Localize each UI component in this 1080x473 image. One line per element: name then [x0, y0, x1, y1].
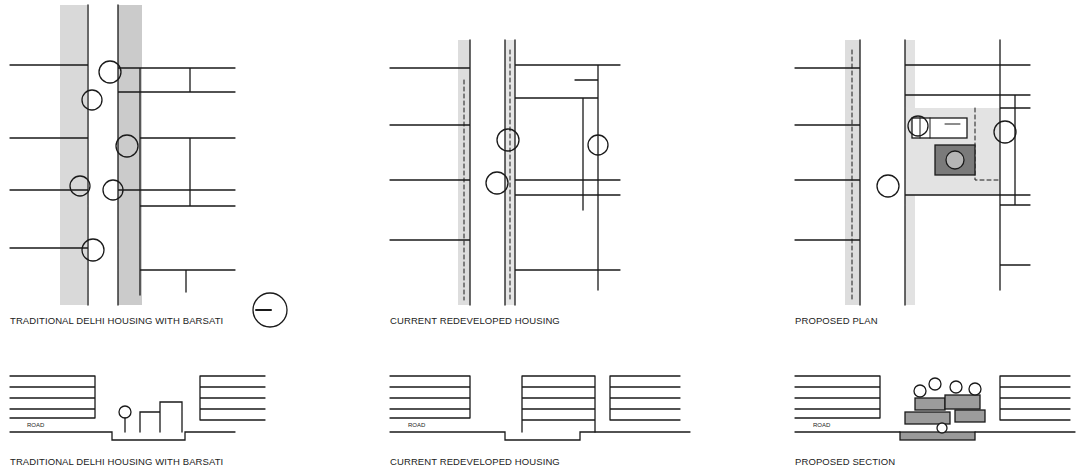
apartment-block [795, 376, 880, 418]
road-verge [60, 5, 87, 305]
tree-trunk [124, 418, 125, 432]
tree [119, 406, 131, 418]
dashed-kerb [464, 50, 510, 300]
tree [99, 61, 121, 83]
apartment-block [390, 376, 470, 418]
tree-group [486, 129, 608, 194]
tree [70, 176, 90, 196]
tree-group [877, 116, 1016, 197]
plot-lines [795, 40, 1030, 305]
tree [914, 385, 926, 397]
tree [497, 129, 519, 151]
ground-line [795, 431, 1075, 432]
tree [116, 135, 138, 157]
small-building [912, 118, 967, 138]
tree [103, 180, 123, 200]
stacked-units [905, 395, 985, 424]
section-caption: CURRENT REDEVELOPED HOUSING [390, 457, 560, 467]
plot-lines [10, 5, 235, 305]
plan-caption: CURRENT REDEVELOPED HOUSING [390, 316, 560, 326]
unit [945, 395, 980, 409]
plot-lines [390, 40, 620, 305]
north-arrow [256, 309, 271, 311]
tree [588, 135, 608, 155]
tree [908, 116, 928, 136]
apartment-block [610, 376, 680, 420]
road-label: ROAD [408, 422, 425, 428]
apartment-block [10, 376, 95, 418]
tree [486, 172, 508, 194]
proposed-court [905, 108, 1000, 195]
road-label: ROAD [813, 422, 830, 428]
ground-line [10, 432, 235, 440]
road-label: ROAD [27, 422, 44, 428]
section-caption: TRADITIONAL DELHI HOUSING WITH BARSATI [10, 457, 223, 467]
unit [905, 412, 950, 424]
tree [82, 239, 104, 261]
tree [877, 175, 899, 197]
ground-line [390, 432, 690, 440]
plan-caption: PROPOSED PLAN [795, 316, 878, 326]
tree [82, 90, 102, 110]
tree [994, 121, 1016, 143]
north-symbol [253, 293, 287, 327]
apartment-block [1000, 376, 1070, 420]
tree [929, 378, 941, 390]
tree [950, 381, 962, 393]
tree-group [914, 378, 981, 433]
apartment-block [200, 376, 265, 420]
court-tree [946, 151, 964, 169]
unit [955, 410, 985, 422]
section-caption: PROPOSED SECTION [795, 457, 895, 467]
tree [937, 423, 947, 433]
barsati-house [140, 402, 182, 432]
plan-caption: TRADITIONAL DELHI HOUSING WITH BARSATI [10, 316, 223, 326]
apartment-block [522, 376, 595, 432]
dashed-kerb [852, 50, 1000, 300]
sunken-court [900, 432, 975, 440]
central-block [935, 145, 975, 175]
tree-group [70, 61, 138, 261]
unit [915, 398, 945, 410]
tree [969, 383, 981, 395]
